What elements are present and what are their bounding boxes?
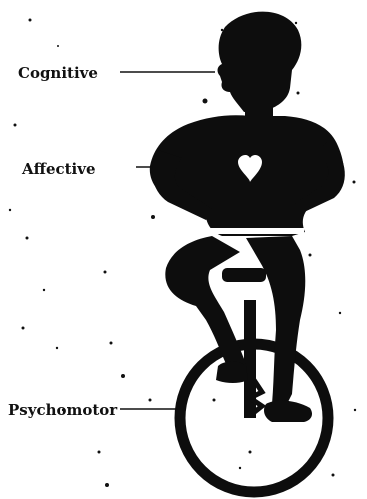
- rider-right-foot: [264, 401, 312, 422]
- rider-head: [218, 12, 302, 112]
- cognitive-label: Cognitive: [18, 66, 98, 81]
- rider-left-leg: [165, 236, 246, 372]
- rider-left-foot: [216, 362, 248, 384]
- psychomotor-label: Psychomotor: [8, 403, 117, 418]
- rider-waistband: [206, 228, 304, 234]
- unicycle-seat: [222, 268, 266, 282]
- affective-label: Affective: [22, 162, 96, 177]
